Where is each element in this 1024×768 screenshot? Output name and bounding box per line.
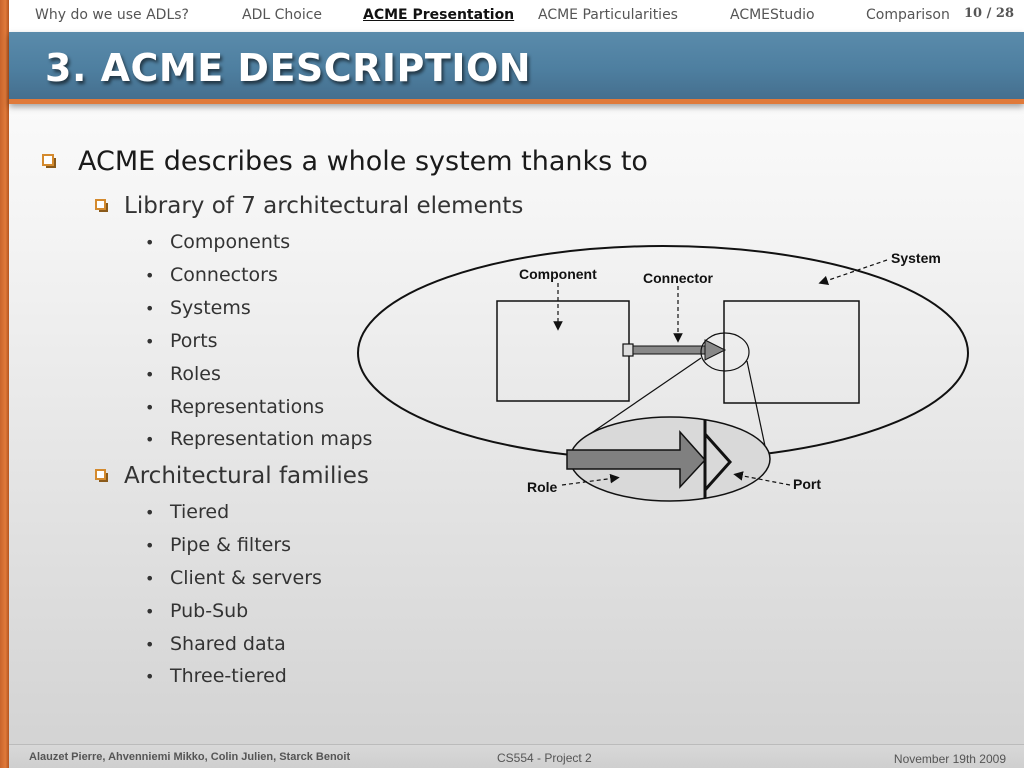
dot-bullet-icon: • (145, 503, 155, 522)
dot-bullet-icon: • (145, 365, 155, 384)
role-pointer (561, 473, 620, 486)
zoom-line-left (586, 357, 702, 437)
port-pointer (733, 471, 791, 486)
dot-bullet-icon: • (145, 299, 155, 318)
bullet-text: Shared data (170, 633, 286, 655)
system-pointer (818, 259, 888, 285)
dot-bullet-icon: • (145, 569, 155, 588)
bullet-text: Tiered (170, 501, 230, 523)
bullet-text: Client & servers (170, 567, 322, 589)
component-box-left (496, 300, 630, 402)
bullet-text: Roles (170, 363, 221, 385)
footer-authors: Alauzet Pierre, Ahvenniemi Mikko, Colin … (29, 751, 351, 763)
port-chevron (703, 433, 733, 491)
bullet-level-3: • Connectors (145, 264, 278, 286)
connector-label: Connector (643, 270, 714, 286)
bullet-level-3: • Ports (145, 330, 218, 352)
connector-arrow-head (704, 339, 727, 361)
bullet-level-3: • Client & servers (145, 567, 322, 589)
component-box-right (723, 300, 860, 404)
bullet-level-3: • Components (145, 231, 290, 253)
page-number: 10 / 28 (964, 6, 1014, 21)
component-label: Component (519, 266, 597, 282)
port-square (622, 343, 634, 357)
footer: Alauzet Pierre, Ahvenniemi Mikko, Colin … (9, 744, 1024, 768)
bullet-level-3: • Tiered (145, 501, 229, 523)
bullet-text: Components (170, 231, 291, 253)
dot-bullet-icon: • (145, 536, 155, 555)
nav-item-acme-presentation[interactable]: ACME Presentation (363, 7, 515, 23)
top-navigation: Why do we use ADLs? ADL Choice ACME Pres… (9, 0, 1024, 32)
bullet-level-3: • Pub-Sub (145, 600, 248, 622)
dot-bullet-icon: • (145, 430, 155, 449)
dot-bullet-icon: • (145, 635, 155, 654)
dot-bullet-icon: • (145, 266, 155, 285)
slide-title: 3. ACME DESCRIPTION (45, 46, 532, 90)
square-bullet-icon (95, 469, 108, 482)
dot-bullet-icon: • (145, 667, 155, 686)
square-bullet-icon (42, 153, 56, 168)
zoom-line-right (746, 360, 766, 447)
role-label: Role (527, 479, 558, 495)
nav-item-acme-particularities[interactable]: ACME Particularities (538, 7, 678, 23)
role-arrow (566, 430, 707, 489)
dot-bullet-icon: • (145, 332, 155, 351)
acme-system-diagram: Component Connector System Role Port (357, 245, 969, 502)
bullet-text: Representations (170, 396, 325, 418)
dot-bullet-icon: • (145, 602, 155, 621)
bullet-level-3: • Shared data (145, 633, 286, 655)
bullet-text: Three-tiered (170, 665, 287, 687)
bullet-text: Pub-Sub (170, 600, 249, 622)
bullet-level-3: • Representation maps (145, 428, 372, 450)
bullet-level-1: ACME describes a whole system thanks to (42, 146, 648, 177)
title-bar: 3. ACME DESCRIPTION (9, 32, 1024, 104)
zoom-circle-small (700, 332, 750, 372)
dot-bullet-icon: • (145, 398, 155, 417)
nav-item-acmestudio[interactable]: ACMEStudio (730, 7, 815, 23)
system-label: System (891, 250, 941, 266)
nav-item-adl-choice[interactable]: ADL Choice (242, 7, 323, 23)
bullet-text: Connectors (170, 264, 278, 286)
footer-date: November 19th 2009 (893, 752, 1006, 766)
bullet-text: Ports (170, 330, 218, 352)
bullet-level-2: Library of 7 architectural elements (95, 193, 523, 219)
bullet-level-2: Architectural families (95, 463, 369, 489)
bullet-text: Representation maps (170, 428, 373, 450)
bullet-level-3: • Representations (145, 396, 324, 418)
port-label: Port (793, 476, 821, 492)
bullet-text: Architectural families (124, 463, 369, 489)
bullet-level-3: • Roles (145, 363, 221, 385)
footer-course: CS554 - Project 2 (497, 751, 592, 765)
bullet-text: Library of 7 architectural elements (124, 193, 524, 219)
bullet-level-3: • Pipe & filters (145, 534, 291, 556)
dot-bullet-icon: • (145, 233, 155, 252)
square-bullet-icon (95, 199, 108, 212)
nav-item-why-adls[interactable]: Why do we use ADLs? (35, 7, 189, 23)
nav-item-comparison[interactable]: Comparison (866, 7, 950, 23)
connector-arrow-shaft (632, 345, 712, 355)
bullet-text: Systems (170, 297, 251, 319)
bullet-level-3: • Three-tiered (145, 665, 287, 687)
bullet-text: ACME describes a whole system thanks to (78, 146, 648, 177)
bullet-level-3: • Systems (145, 297, 251, 319)
left-accent-stripe (0, 0, 9, 768)
bullet-text: Pipe & filters (170, 534, 292, 556)
